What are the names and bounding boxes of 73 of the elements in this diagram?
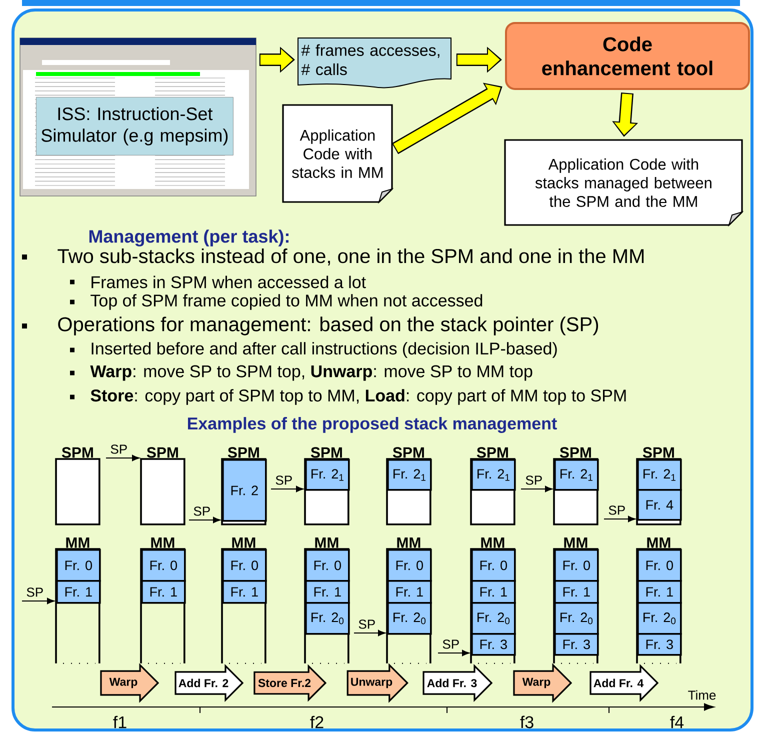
frame-cell: Fr. 4 bbox=[637, 489, 682, 521]
frame-cell: Fr. 1 bbox=[554, 580, 599, 604]
bullet-text: Warp: move SP to SPM top, Unwarp: move SP to MM top bbox=[90, 365, 532, 381]
frame-cell: Fr. 1 bbox=[471, 580, 516, 604]
stack-box: SPM bbox=[55, 447, 100, 526]
frame-cell: Fr. 2$_{1}$ bbox=[637, 459, 682, 491]
pointer-label: SP bbox=[442, 640, 459, 649]
node-label: SPM bbox=[310, 447, 342, 458]
pointer-arrow bbox=[438, 650, 470, 656]
pointer-arrow bbox=[604, 516, 636, 522]
frame-cell: Fr. 2$_{1}$ bbox=[305, 459, 350, 491]
pointer-label: SP bbox=[194, 506, 210, 516]
frame-cell: Fr. 1 bbox=[222, 580, 267, 604]
frame-cell: Fr. 2$_{0}$ bbox=[637, 602, 682, 635]
frame-cell: Fr. 1 bbox=[387, 580, 432, 604]
bullet-text: Top of SPM frame copied to MM when not accessed bbox=[90, 294, 482, 310]
frame-cell: Fr. 0 bbox=[637, 549, 682, 582]
frame-cell: Fr. 3 bbox=[637, 633, 682, 656]
frame-cell: Fr. 2 bbox=[222, 459, 267, 522]
frame-cell: Fr. 3 bbox=[554, 633, 599, 656]
frame-cell: Fr. 0 bbox=[305, 549, 350, 582]
frame-cell: Fr. 0 bbox=[141, 549, 186, 582]
node-label: SPM bbox=[392, 447, 424, 458]
frame-cell: Fr. 2$_{1}$ bbox=[387, 459, 432, 491]
frame-cell: Fr. 0 bbox=[56, 549, 101, 582]
node-label: SPM bbox=[476, 447, 508, 458]
frame-cell: Fr. 1 bbox=[637, 580, 682, 604]
frame-cell: Fr. 1 bbox=[305, 580, 350, 604]
label-box: ISS: Instruction-Set Simulator (e.g mepsim) bbox=[36, 97, 234, 156]
frame-cell: Fr. 2$_{0}$ bbox=[387, 602, 432, 635]
frame-cell: Fr. 1 bbox=[141, 580, 186, 604]
node-label: SPM bbox=[642, 447, 674, 458]
pointer-label: SP bbox=[276, 476, 292, 485]
pointer-label: SP bbox=[358, 620, 375, 629]
frame-cell: Fr. 2$_{0}$ bbox=[471, 602, 516, 635]
phase-label: f4 bbox=[670, 716, 684, 728]
pointer-arrow bbox=[354, 630, 386, 636]
pointer-label: SP bbox=[608, 506, 625, 515]
node-label: SPM bbox=[560, 447, 591, 458]
bullet-text: Inserted before and after call instructions (decision ILP-based) bbox=[92, 342, 557, 358]
phase-label: f3 bbox=[520, 716, 534, 728]
pointer-arrow bbox=[188, 516, 220, 524]
pointer-arrow bbox=[106, 454, 140, 462]
pointer-arrow bbox=[270, 486, 304, 492]
frame-cell: Fr. 0 bbox=[222, 549, 267, 582]
frame-cell: Fr. 0 bbox=[471, 549, 516, 582]
node-label: SPM bbox=[228, 447, 259, 458]
frame-cell: Fr. 3 bbox=[471, 633, 516, 656]
bullet-text: Frames in SPM when accessed a lot bbox=[92, 276, 366, 288]
stack-box: SPM bbox=[140, 447, 186, 526]
axis-label: Time bbox=[688, 690, 716, 700]
pointer-label: SP bbox=[110, 444, 127, 454]
frame-cell: Fr. 0 bbox=[387, 549, 432, 582]
frame-cell: Fr. 2$_{0}$ bbox=[305, 602, 350, 635]
pointer-label: SP bbox=[526, 476, 542, 485]
bullet-text: Store: copy part of SPM top to MM, Load: copy part of MM top to SPM bbox=[90, 389, 626, 405]
frame-cell: Fr. 1 bbox=[56, 580, 101, 604]
pointer-arrow bbox=[520, 486, 552, 492]
phase-label: f2 bbox=[310, 716, 324, 728]
pointer-arrow bbox=[22, 598, 54, 604]
node-label: SPM bbox=[62, 447, 93, 458]
pointer-label: SP bbox=[26, 588, 43, 597]
document-box: # frames accesses, # calls bbox=[298, 38, 452, 88]
frame-cell: Fr. 2$_{1}$ bbox=[554, 459, 599, 491]
frame-cell: Fr. 0 bbox=[554, 549, 599, 582]
frame-cell: Fr. 2$_{0}$ bbox=[554, 602, 599, 635]
frame-cell: Fr. 2$_{1}$ bbox=[471, 459, 516, 491]
tool-box: Code enhancement tool bbox=[505, 22, 750, 90]
node-label: SPM bbox=[146, 447, 178, 458]
section-heading: Management (per task): bbox=[89, 230, 288, 246]
section-heading: Examples of the proposed stack management bbox=[188, 417, 557, 433]
bullet-text: Two sub-stacks instead of one, one in the SPM and one in the MM bbox=[58, 248, 644, 266]
bullet-text: Operations for management: based on the stack pointer (SP) bbox=[58, 316, 598, 336]
